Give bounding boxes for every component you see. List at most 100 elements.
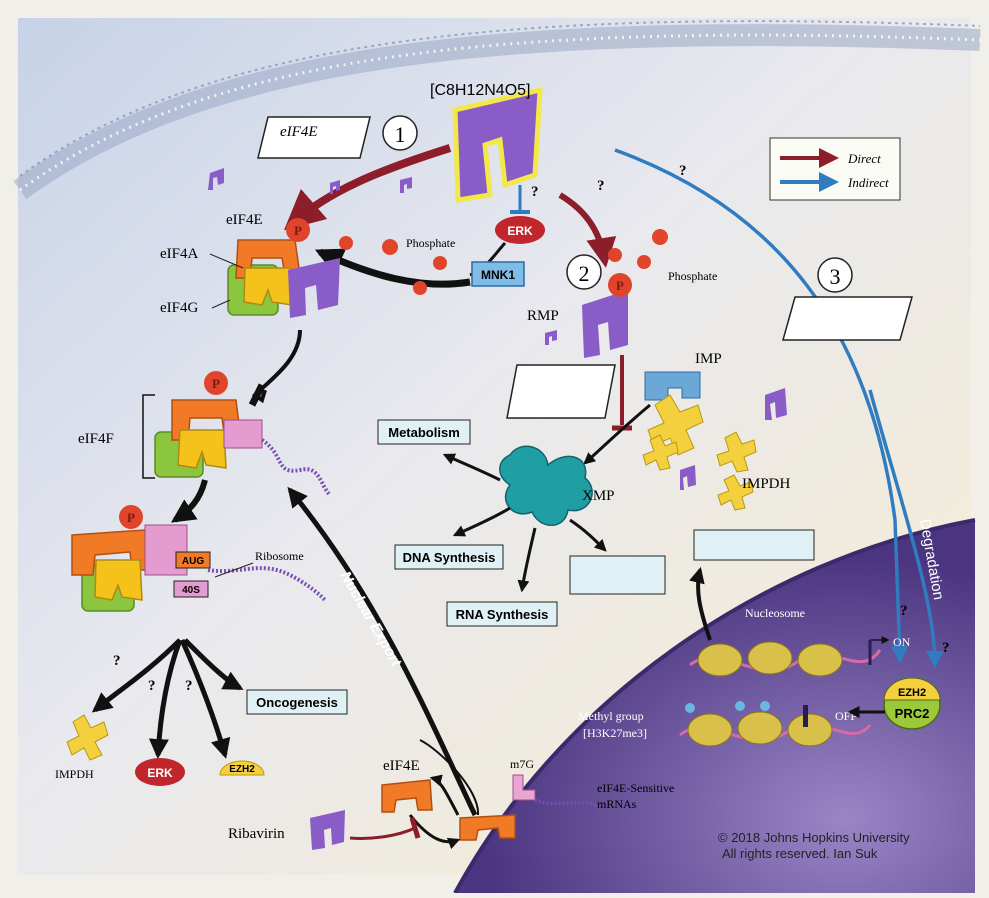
rmp-molecule: P xyxy=(582,273,632,358)
nuclear-export-arrow xyxy=(287,486,478,817)
question-marks: ? ? ? ? ? ? ? ? xyxy=(113,163,950,694)
h3k27me3-label: [H3K27me3] xyxy=(583,726,647,740)
sensitive-mrnas-label-2: mRNAs xyxy=(597,797,637,811)
svg-text:2: 2 xyxy=(579,261,590,286)
methyl-group-label: Methyl group xyxy=(578,709,644,723)
svg-text:P: P xyxy=(616,278,624,293)
nuclear-envelope xyxy=(453,518,976,894)
indirect-arrow-degradation xyxy=(614,148,909,664)
mnk1-node: MNK1 xyxy=(471,261,525,287)
svg-text:P: P xyxy=(127,510,135,525)
eif4f-complex: P xyxy=(142,371,332,497)
svg-text:?: ? xyxy=(942,640,950,656)
eif4e-box-label: eIF4E xyxy=(280,124,317,140)
ribosome-complex: P AUG 40S xyxy=(71,505,327,612)
cell-membrane xyxy=(13,20,981,199)
sensitive-mrnas-label-1: eIF4E-Sensitive xyxy=(597,781,674,795)
bottom-impdh-label: IMPDH xyxy=(55,767,94,781)
svg-text:?: ? xyxy=(185,678,193,694)
legend: Direct Indirect xyxy=(769,137,901,201)
nucleosomes-off xyxy=(679,701,872,747)
svg-text:1: 1 xyxy=(395,122,406,147)
indirect-arrow-prc2 xyxy=(868,389,944,669)
imp-molecule xyxy=(644,371,701,401)
metabolism-box: Metabolism xyxy=(377,419,471,445)
legend-direct-label: Direct xyxy=(847,151,881,166)
phosphate-groups xyxy=(339,229,668,295)
svg-text:?: ? xyxy=(597,178,605,194)
svg-text:ERK: ERK xyxy=(147,766,173,780)
answer-box-2 xyxy=(506,364,616,419)
xmp-output-arrows xyxy=(442,453,607,593)
nucleosomes-on xyxy=(689,636,890,677)
eif4g-label: eIF4G xyxy=(160,300,198,316)
empty-output-box xyxy=(569,555,666,595)
copyright-line-1: © 2018 Johns Hopkins University xyxy=(718,830,910,845)
eif4e-bottom-label: eIF4E xyxy=(383,758,420,774)
svg-text:PRC2: PRC2 xyxy=(895,706,930,721)
aug-label: AUG xyxy=(182,556,204,567)
svg-text:?: ? xyxy=(531,184,539,200)
svg-text:EZH2: EZH2 xyxy=(229,764,255,775)
svg-text:MNK1: MNK1 xyxy=(481,268,515,282)
legend-indirect-label: Indirect xyxy=(847,175,889,190)
svg-text:?: ? xyxy=(113,653,121,669)
svg-text:Oncogenesis: Oncogenesis xyxy=(256,695,338,710)
ezh2-prc2-complex: EZH2 PRC2 xyxy=(883,677,941,730)
nucleosome-label: Nucleosome xyxy=(745,606,805,620)
pathway-1: 1 xyxy=(382,115,418,151)
svg-text:?: ? xyxy=(148,678,156,694)
bottom-erk: ERK xyxy=(135,758,185,786)
eif4e-answer-box: eIF4E xyxy=(257,116,371,159)
m7g-cap xyxy=(512,774,601,810)
xmp-label: XMP xyxy=(582,488,615,504)
inhibition-bar xyxy=(248,383,266,407)
phosphate-label-1: Phosphate xyxy=(406,236,455,250)
svg-text:DNA Synthesis: DNA Synthesis xyxy=(403,550,496,565)
rna-synthesis-box: RNA Synthesis xyxy=(446,601,558,627)
pathway-2: 2 xyxy=(566,254,602,290)
dna-synthesis-box: DNA Synthesis xyxy=(394,544,504,570)
direct-arrow-rmp xyxy=(558,192,617,268)
m7g-label: m7G xyxy=(510,757,534,771)
on-label: ON xyxy=(893,635,911,649)
svg-text:RNA Synthesis: RNA Synthesis xyxy=(456,607,549,622)
nucleus xyxy=(455,520,975,893)
bottom-impdh xyxy=(66,714,109,761)
erk-node: ERK xyxy=(495,216,545,244)
phosphate-label-2: Phosphate xyxy=(668,269,717,283)
svg-text:?: ? xyxy=(679,163,687,179)
copyright-line-2: All rights reserved. Ian Suk xyxy=(722,846,878,861)
impdh-enzymes xyxy=(642,394,757,511)
xmp-molecule xyxy=(499,445,593,526)
svg-text:P: P xyxy=(294,223,302,238)
ribosome-label: Ribosome xyxy=(255,549,304,563)
ribavirin-molecule xyxy=(452,86,543,203)
answer-box-3 xyxy=(782,296,913,341)
svg-text:EZH2: EZH2 xyxy=(898,687,926,699)
svg-text:ERK: ERK xyxy=(507,224,533,238)
svg-text:Metabolism: Metabolism xyxy=(388,425,460,440)
ribavirin-fragments xyxy=(208,168,787,490)
eif4-complex-top: P xyxy=(227,218,340,318)
rmp-label: RMP xyxy=(527,308,559,324)
direct-arrow-eif4e xyxy=(283,144,452,231)
formula-label: [C8H12N4O5] xyxy=(430,82,531,99)
bottom-ezh2: EZH2 xyxy=(219,760,265,776)
svg-text:3: 3 xyxy=(830,264,841,289)
40s-label: 40S xyxy=(182,585,200,596)
svg-text:?: ? xyxy=(900,603,908,619)
eif4a-label: eIF4A xyxy=(160,246,198,262)
empty-nucleus-box xyxy=(693,529,815,561)
oncogenesis-box: Oncogenesis xyxy=(246,689,348,715)
ribavirin-inhibition-bar xyxy=(409,817,421,839)
impdh-label: IMPDH xyxy=(742,476,791,492)
eif4e-bottom xyxy=(381,779,516,841)
pathway-3: 3 xyxy=(817,257,853,293)
ribavirin-label: Ribavirin xyxy=(228,826,285,842)
eif4e-label: eIF4E xyxy=(226,212,263,228)
eif4f-label: eIF4F xyxy=(78,431,114,447)
downstream-arrows xyxy=(91,638,244,759)
